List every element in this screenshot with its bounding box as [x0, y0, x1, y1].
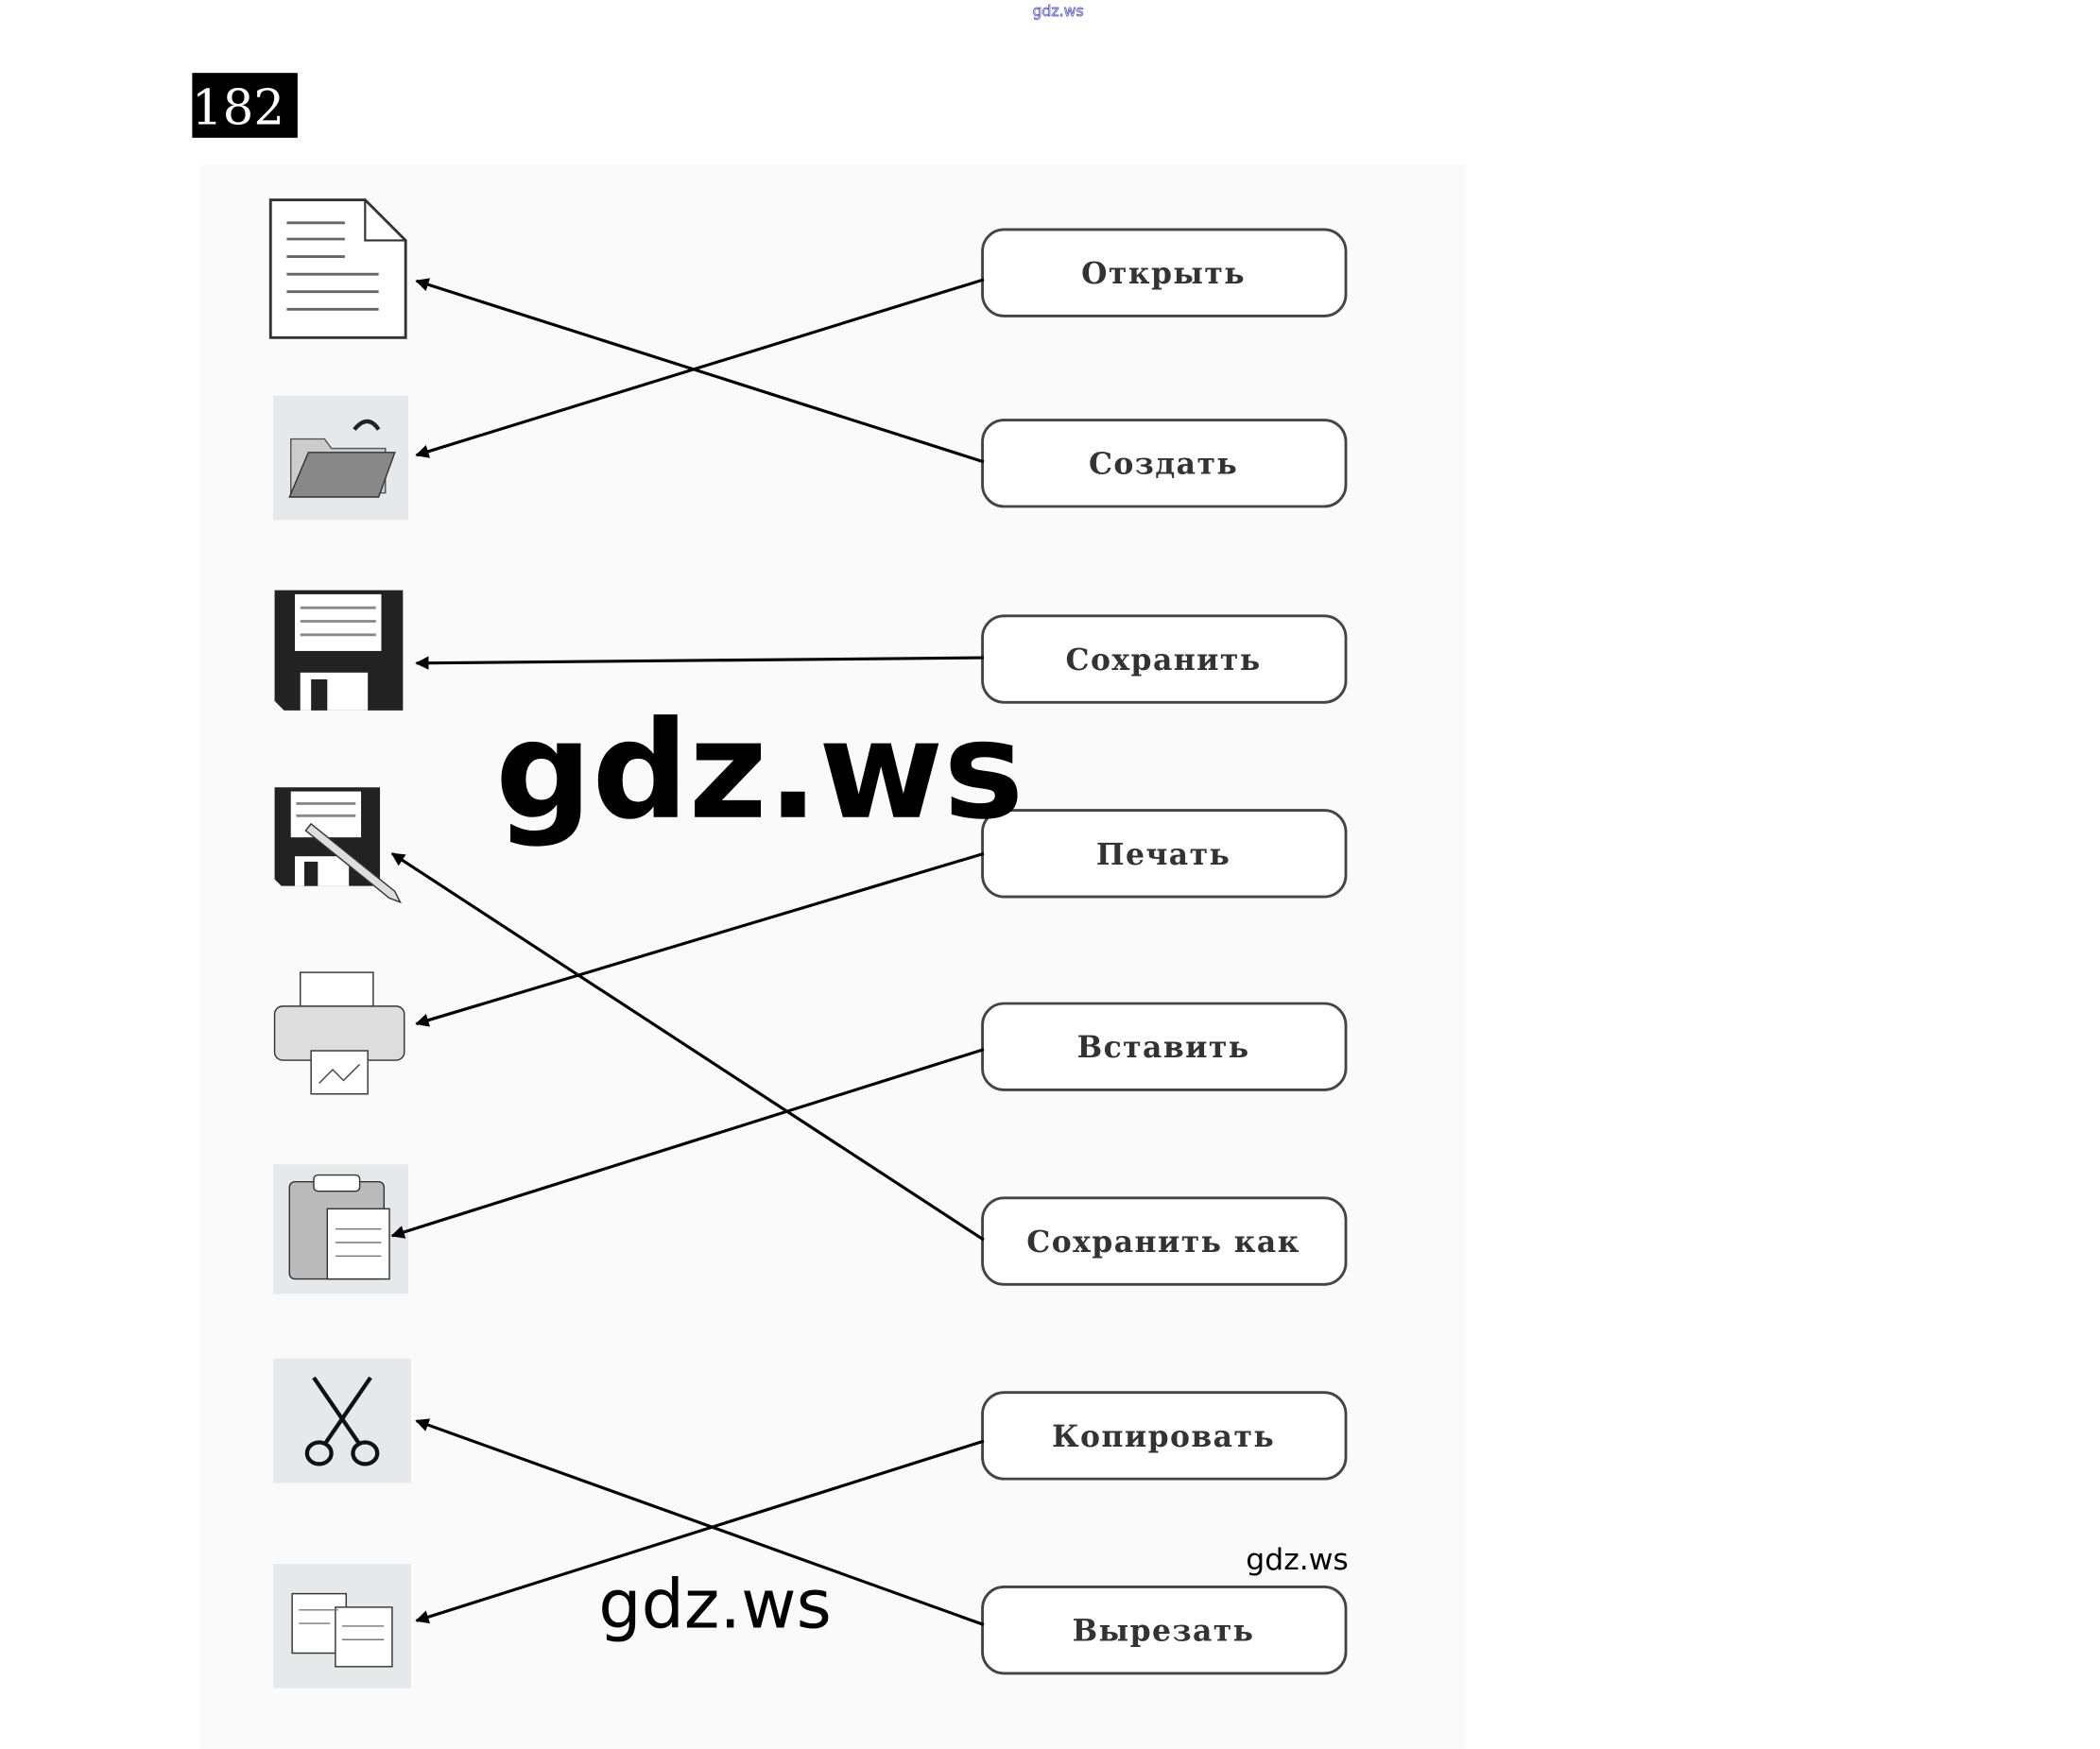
arrow-paste-to-clipboard	[390, 1048, 985, 1239]
label-text-create: Создать	[1089, 447, 1238, 482]
watermark-small: gdz.ws	[1246, 1543, 1349, 1577]
label-box-frame	[981, 419, 1348, 508]
label-text-paste: Вставить	[1077, 1030, 1250, 1065]
arrow-copy-to-documents	[415, 1439, 985, 1624]
arrow-saveas-to-floppy-pencil	[390, 852, 985, 1242]
save-floppy-icon	[274, 590, 404, 711]
label-text-cut: Вырезать	[1073, 1614, 1255, 1649]
top-watermark: gdz.ws	[1032, 2, 1083, 20]
task-number-badge	[192, 73, 298, 138]
label-box-save-as: Сохранить как	[981, 1196, 1348, 1286]
printer-icon	[273, 971, 405, 1095]
task-number: 182	[192, 79, 284, 136]
label-box-frame	[981, 1391, 1348, 1481]
arrow-create-to-document	[415, 278, 985, 464]
label-box-frame	[981, 1586, 1348, 1675]
paste-clipboard-icon	[273, 1164, 409, 1295]
label-box-print: Печать	[981, 809, 1348, 899]
label-box-paste: Вставить	[981, 1002, 1348, 1091]
label-text-save: Сохранить	[1066, 643, 1262, 677]
label-box-save: Сохранить	[981, 614, 1348, 704]
arrow-print-to-printer	[415, 851, 985, 1027]
open-folder-icon	[273, 395, 409, 521]
new-document-icon	[268, 198, 407, 339]
scissors-icon	[273, 1358, 411, 1483]
label-box-open: Открыть	[981, 228, 1348, 317]
label-box-copy: Копировать	[981, 1391, 1348, 1481]
copy-documents-icon	[273, 1564, 411, 1689]
save-as-floppy-pencil-icon	[274, 787, 402, 904]
label-box-frame	[981, 1196, 1348, 1286]
label-box-cut: Вырезать	[981, 1586, 1348, 1675]
label-text-print: Печать	[1096, 837, 1231, 872]
label-box-create: Создать	[981, 419, 1348, 508]
arrow-save-to-floppy	[415, 656, 984, 670]
label-box-frame	[981, 1002, 1348, 1091]
watermark-large: gdz.ws	[495, 692, 1024, 849]
arrow-open-to-folder	[415, 278, 985, 458]
label-text-save-as: Сохранить как	[1026, 1225, 1300, 1260]
label-text-copy: Копировать	[1052, 1419, 1275, 1454]
label-text-open: Открыть	[1081, 256, 1246, 291]
watermark-medium: gdz.ws	[598, 1565, 832, 1643]
label-box-frame	[981, 228, 1348, 317]
arrow-cut-to-scissors	[415, 1418, 985, 1626]
